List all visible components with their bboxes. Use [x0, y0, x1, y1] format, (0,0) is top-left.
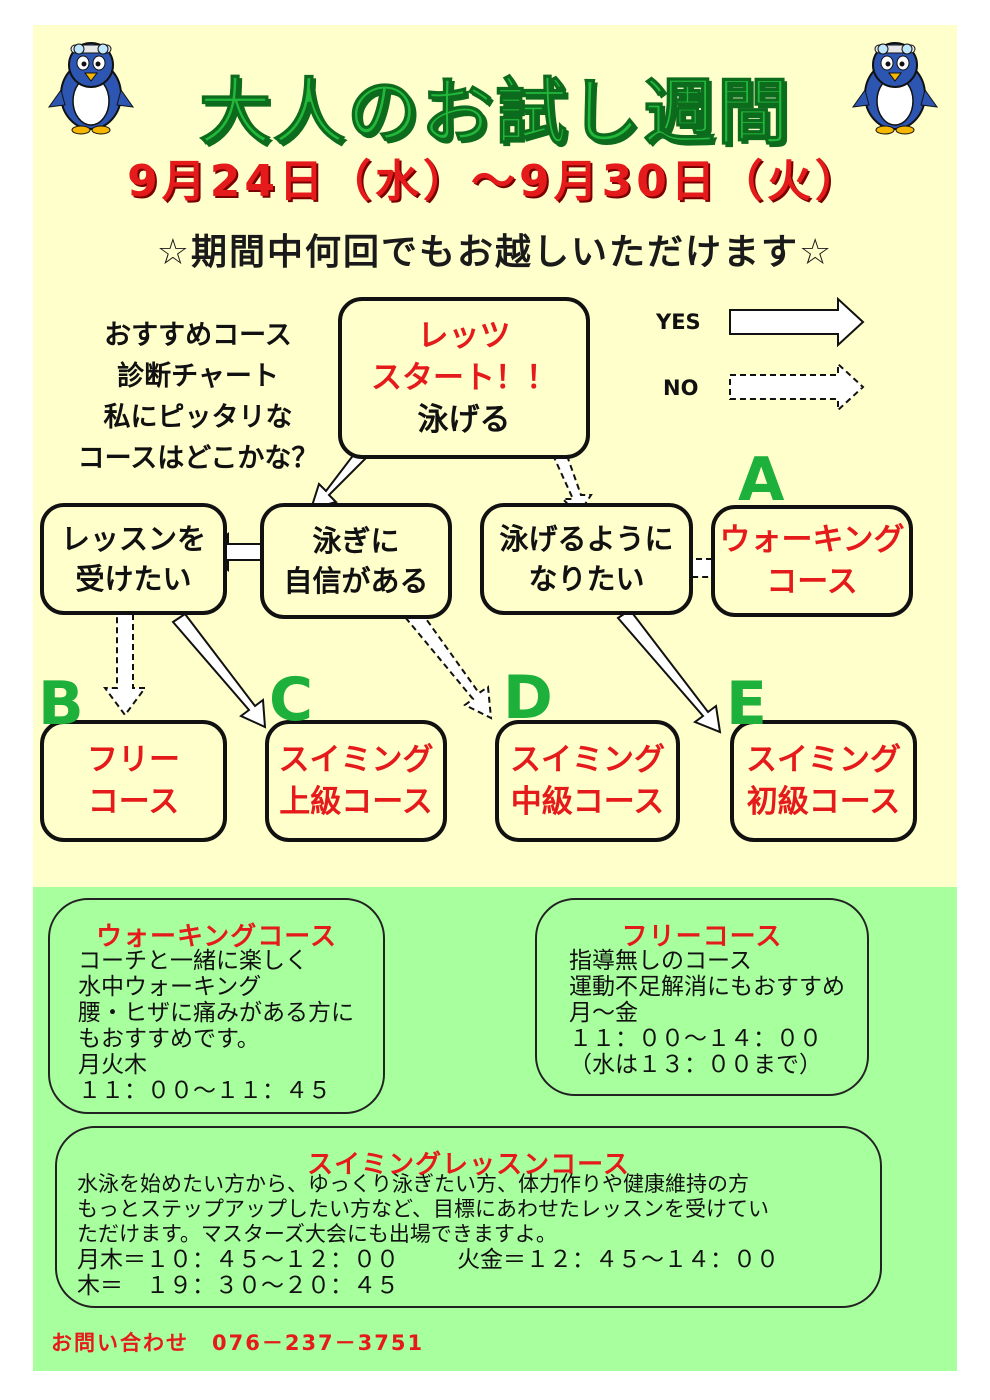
legend-yes-label: YES: [656, 310, 701, 334]
free-course-line: １１：００～１４：００: [569, 1026, 822, 1052]
confident-label: 泳ぎに: [312, 524, 400, 558]
letter-c: C: [269, 665, 314, 735]
letter-b: B: [38, 669, 84, 739]
lesson-course-line: 水泳を始めたい方から、ゆっくり泳ぎたい方、体力作りや健康維持の方: [77, 1172, 749, 1196]
lesson-course-heading: スイミングレッスンコース: [307, 1150, 630, 1180]
legend-no-arrow: [729, 361, 865, 413]
learn-label: なりたい: [528, 562, 645, 596]
free-course-line: （水は１３：００まで）: [569, 1052, 822, 1078]
page-title: 大人のお試し週間: [198, 70, 791, 155]
walking-course-line: もおすすめです。: [78, 1026, 260, 1052]
letter-d: D: [503, 663, 553, 733]
walking-label: ウォーキング: [719, 522, 905, 558]
start-box: レッツ スタート！！ 泳げる: [338, 297, 590, 459]
learn-box: 泳げるように なりたい: [480, 503, 693, 615]
lesson-course-schedule: 月木＝１０：４５～１２：００: [77, 1247, 399, 1273]
intermediate-label: スイミング: [510, 742, 665, 778]
free-course-line: 運動不足解消にもおすすめ: [569, 974, 845, 1000]
lesson-label: 受けたい: [75, 562, 192, 596]
intro-line: 診断チャート: [117, 361, 279, 392]
flow-arrows: [103, 296, 865, 734]
subtitle: ☆期間中何回でもお越しいただけます☆: [156, 232, 834, 273]
advanced-box: スイミング 上級コース: [265, 720, 447, 842]
free-box: フリー コース: [40, 720, 227, 842]
intro-line: おすすめコース: [104, 320, 292, 351]
penguin-mascot-right: [851, 42, 939, 135]
yes-arrow-learn-beginner: [616, 608, 722, 734]
free-course-panel: フリーコース 指導無しのコース 運動不足解消にもおすすめ 月～金 １１：００～１…: [535, 898, 869, 1096]
walking-label: コース: [766, 564, 858, 600]
walking-course-heading: ウォーキングコース: [96, 922, 337, 952]
yes-arrow-lesson-advanced: [171, 612, 267, 729]
no-arrow-confident-intermediate: [403, 607, 493, 720]
intro-line: コースはどこかな？: [77, 443, 319, 474]
start-label: レッツ: [417, 318, 511, 354]
advanced-label: 上級コース: [279, 784, 433, 820]
intermediate-box: スイミング 中級コース: [495, 720, 680, 842]
advanced-label: スイミング: [278, 742, 434, 778]
penguin-mascot-left: [47, 42, 135, 135]
walking-course-line: 腰・ヒザに痛みがある方に: [78, 1000, 354, 1026]
letter-e: E: [726, 669, 767, 739]
free-course-line: 指導無しのコース: [569, 948, 752, 974]
beginner-label: スイミング: [746, 742, 901, 778]
start-question: 泳げる: [417, 402, 511, 438]
lesson-course-schedule: 火金＝１２：４５～１４：００: [457, 1247, 779, 1273]
confident-box: 泳ぎに 自信がある: [260, 503, 452, 619]
lesson-course-line: もっとステップアップしたい方など、目標にあわせたレッスンを受けてい: [77, 1197, 769, 1221]
free-course-heading: フリーコース: [621, 922, 783, 952]
legend-no-label: NO: [663, 376, 699, 400]
free-course-line: 月～金: [569, 1000, 638, 1026]
lesson-label: レッスンを: [60, 522, 206, 556]
confident-label: 自信がある: [283, 564, 429, 598]
free-label: コース: [87, 784, 180, 820]
contact-info: お問い合わせ 076－237－3751: [51, 1331, 425, 1355]
walking-course-panel: ウォーキングコース コーチと一緒に楽しく 水中ウォーキング 腰・ヒザに痛みがある…: [48, 898, 385, 1114]
lesson-box: レッスンを 受けたい: [40, 503, 227, 615]
walking-course-line: コーチと一緒に楽しく: [78, 948, 308, 974]
lesson-course-panel: スイミングレッスンコース 水泳を始めたい方から、ゆっくり泳ぎたい方、体力作りや健…: [55, 1126, 882, 1308]
intermediate-label: 中級コース: [510, 784, 665, 820]
walking-course-line: 水中ウォーキング: [78, 974, 262, 1000]
letter-a: A: [738, 445, 785, 515]
event-dates: 9月24日（水）～9月30日（火）: [127, 156, 863, 207]
walking-box: ウォーキング コース: [711, 505, 913, 617]
lesson-course-line: ただけます。マスターズ大会にも出場できますよ。: [77, 1222, 557, 1246]
lesson-course-schedule: 木＝ １９：３０～２０：４５: [77, 1273, 399, 1299]
walking-course-line: 月火木: [78, 1052, 147, 1078]
legend-yes-arrow: [729, 296, 865, 348]
intro-line: 私にピッタリな: [103, 402, 293, 433]
poster: 大人のお試し週間 9月24日（水）～9月30日（火） ☆期間中何回でもお越しいた…: [33, 25, 957, 1371]
beginner-label: 初級コース: [746, 784, 901, 820]
chart-intro: おすすめコース 診断チャート 私にピッタリな コースはどこかな？: [63, 315, 333, 479]
free-label: フリー: [87, 742, 180, 778]
beginner-box: スイミング 初級コース: [730, 720, 917, 842]
start-label: スタート！！: [371, 360, 557, 396]
learn-label: 泳げるように: [499, 522, 674, 556]
no-arrow-lesson-free: [103, 609, 147, 717]
walking-course-line: １１：００～１１：４５: [78, 1078, 331, 1104]
